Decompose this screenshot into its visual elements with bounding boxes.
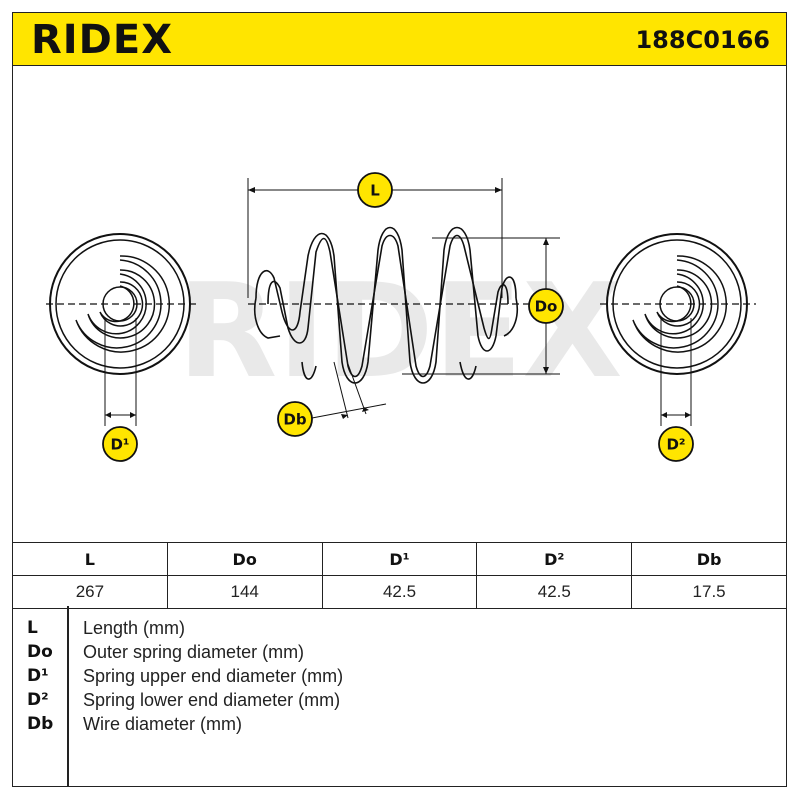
spec-header-row: L Do D¹ D² Db (12, 542, 787, 576)
legend-item: Do Outer spring diameter (mm) (12, 642, 787, 666)
wire-diameter-dimension (311, 361, 387, 419)
header-bar: RIDEX 188C0166 (12, 12, 787, 66)
spec-header-db: Db (631, 542, 787, 576)
spec-value-row: 267 144 42.5 42.5 17.5 (12, 575, 787, 609)
spec-value-db: 17.5 (631, 575, 787, 609)
badge-lower-end-diameter: D² (658, 426, 694, 462)
badge-wire-diameter-label: Db (283, 411, 306, 429)
legend-description: Length (mm) (83, 618, 186, 638)
spec-header-l: L (12, 542, 168, 576)
legend-divider (67, 606, 69, 787)
legend-description: Spring lower end diameter (mm) (83, 690, 341, 710)
spec-value-do: 144 (166, 575, 323, 609)
spec-value-d2: 42.5 (476, 575, 633, 609)
spec-value-l: 267 (12, 575, 168, 609)
legend: L Length (mm) Do Outer spring diameter (… (12, 606, 787, 787)
legend-symbol: L (27, 618, 38, 638)
legend-item: Db Wire diameter (mm) (12, 714, 787, 738)
badge-outer-diameter: Do (528, 288, 564, 324)
badge-outer-diameter-label: Do (535, 298, 558, 316)
badge-length: L (357, 172, 393, 208)
badge-wire-diameter: Db (277, 401, 313, 437)
legend-item: D² Spring lower end diameter (mm) (12, 690, 787, 714)
legend-item: D¹ Spring upper end diameter (mm) (12, 666, 787, 690)
badge-length-label: L (370, 182, 380, 200)
spec-value-d1: 42.5 (321, 575, 478, 609)
spec-header-d2: D² (476, 542, 633, 576)
badge-lower-end-diameter-label: D² (666, 436, 685, 454)
spec-table: L Do D¹ D² Db 267 144 42.5 42.5 17.5 (12, 542, 787, 609)
part-number: 188C0166 (635, 26, 770, 54)
spring-side-view (248, 226, 532, 384)
legend-description: Outer spring diameter (mm) (83, 642, 305, 662)
legend-symbol: Db (27, 714, 54, 734)
spec-header-d1: D¹ (321, 542, 478, 576)
watermark: RIDEX (177, 255, 622, 407)
spec-header-do: Do (166, 542, 323, 576)
spring-diagram-svg: RIDEX (46, 172, 756, 462)
legend-description: Wire diameter (mm) (83, 714, 243, 734)
badge-upper-end-diameter: D¹ (102, 426, 138, 462)
upper-end-view (46, 233, 198, 426)
legend-symbol: Do (27, 642, 53, 662)
lower-end-view (600, 233, 756, 426)
legend-symbol: D² (27, 690, 49, 710)
badge-upper-end-diameter-label: D¹ (110, 436, 129, 454)
legend-symbol: D¹ (27, 666, 49, 686)
brand-logo: RIDEX (31, 17, 174, 63)
legend-description: Spring upper end diameter (mm) (83, 666, 344, 686)
spring-drawing: RIDEX (12, 66, 787, 542)
legend-item: L Length (mm) (12, 618, 787, 642)
